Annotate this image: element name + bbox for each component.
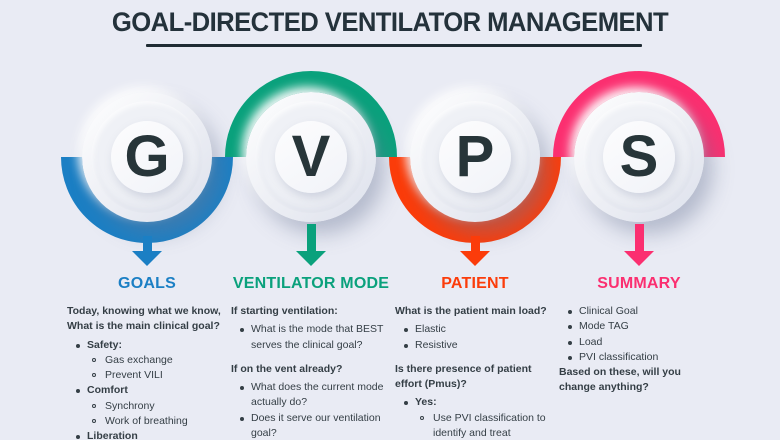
- circle-face-goals: G: [111, 121, 183, 193]
- list-item-text: Resistive: [415, 338, 458, 351]
- lead-text: If on the vent already?: [231, 362, 343, 375]
- sub-list-item-text: Use PVI classification to identify and t…: [433, 411, 546, 439]
- list-item-text: Mode TAG: [579, 320, 629, 333]
- lead-text: Based on these, will you change anything…: [559, 366, 681, 394]
- list-item-text: Clinical Goal: [579, 305, 638, 318]
- circle-summary: S: [574, 92, 704, 222]
- list-item: What does the current mode actually do?: [231, 380, 391, 410]
- list-item-text: Safety:: [87, 338, 123, 351]
- sub-bullet-list: Use PVI classification to identify and t…: [415, 411, 555, 440]
- sub-list-item: Use PVI classification to identify and t…: [415, 411, 555, 440]
- lead-text: If starting ventilation:: [231, 305, 338, 318]
- column-header-summary: SUMMARY: [597, 275, 681, 292]
- title-underline: [146, 44, 642, 47]
- bullet-list: What does the current mode actually do?D…: [231, 380, 391, 440]
- sub-list-item-text: Prevent VILI: [105, 369, 163, 382]
- list-item: PVI classification: [559, 350, 719, 365]
- sub-list-item: Work of breathing: [87, 414, 227, 429]
- circle-ring-patient: P: [419, 101, 531, 213]
- list-item: What is the mode that BEST serves the cl…: [231, 322, 391, 352]
- arrow-down-patient: [460, 236, 490, 266]
- list-item-text: Liberation: [87, 429, 138, 440]
- list-item: Does it serve our ventilation goal?: [231, 411, 391, 440]
- lead-text: What is the patient main load?: [395, 305, 547, 318]
- sub-list-item: Synchrony: [87, 399, 227, 414]
- column-header-patient: PATIENT: [441, 275, 509, 292]
- circle-face-summary: S: [603, 121, 675, 193]
- circle-face-ventilator-mode: V: [275, 121, 347, 193]
- circle-ring-ventilator-mode: V: [255, 101, 367, 213]
- page-title: GOAL-DIRECTED VENTILATOR MANAGEMENT: [111, 7, 669, 37]
- letter-ventilator-mode: V: [291, 124, 331, 189]
- list-item-text: Load: [579, 335, 603, 348]
- sub-list-item-text: Synchrony: [105, 399, 155, 412]
- letter-summary: S: [619, 124, 659, 189]
- arrow-head-summary: [624, 251, 654, 266]
- arrow-head-goals: [132, 251, 162, 266]
- list-item: Resistive: [395, 338, 555, 353]
- list-item: Elastic: [395, 322, 555, 337]
- sub-list-item-text: Gas exchange: [105, 353, 173, 366]
- list-item-text: What is the mode that BEST serves the cl…: [251, 323, 384, 351]
- column-goals: GOALS Today, knowing what we know, What i…: [67, 272, 227, 440]
- arrow-stem-goals: [142, 236, 152, 251]
- sub-list-item: Prevent VILI: [87, 368, 227, 383]
- list-item-text: Elastic: [415, 323, 446, 336]
- column-header-ventilator-mode: VENTILATOR MODE: [232, 275, 390, 292]
- badge-goals: G: [61, 71, 233, 243]
- letter-patient: P: [455, 124, 495, 189]
- arrow-head-patient: [460, 251, 490, 266]
- column-header-goals: GOALS: [118, 275, 176, 292]
- list-item: Clinical Goal: [559, 304, 719, 319]
- circle-ventilator-mode: V: [246, 92, 376, 222]
- list-item: Yes: Use PVI classification to identify a…: [395, 395, 555, 440]
- circle-patient: P: [410, 92, 540, 222]
- column-ventilator-mode: VENTILATOR MODE If starting ventilation: W…: [231, 272, 391, 440]
- sub-list-item-text: Work of breathing: [105, 414, 188, 427]
- arrow-stem-summary: [634, 224, 644, 251]
- circle-ring-summary: S: [583, 101, 695, 213]
- circle-ring-goals: G: [91, 101, 203, 213]
- badge-ventilator-mode: V: [225, 71, 397, 243]
- circle-face-patient: P: [439, 121, 511, 193]
- column-patient: PATIENT What is the patient main load? Ela…: [395, 272, 555, 440]
- badge-patient: P: [389, 71, 561, 243]
- list-item-text: What does the current mode actually do?: [251, 381, 384, 409]
- arrow-stem-ventilator-mode: [306, 224, 316, 251]
- list-item: Load: [559, 335, 719, 350]
- list-item: LiberationMinimize time on ventilator: [67, 429, 227, 440]
- list-item: Mode TAG: [559, 319, 719, 334]
- list-item-text: Does it serve our ventilation goal?: [251, 411, 381, 439]
- list-item-text: PVI classification: [579, 350, 659, 363]
- sub-list-item: Gas exchange: [87, 353, 227, 368]
- arrow-head-ventilator-mode: [296, 251, 326, 266]
- letter-goals: G: [124, 124, 170, 189]
- arrow-down-goals: [132, 236, 162, 266]
- lead-text: Is there presence of patient effort (Pmu…: [395, 362, 532, 391]
- arrow-down-summary: [624, 224, 654, 266]
- list-item-text: Comfort: [87, 384, 128, 397]
- bullet-list: Yes: Use PVI classification to identify a…: [395, 395, 555, 440]
- arrow-down-ventilator-mode: [296, 224, 326, 266]
- list-item-text: Yes:: [415, 396, 437, 409]
- arrow-stem-patient: [470, 236, 480, 251]
- bullet-list: What is the mode that BEST serves the cl…: [231, 322, 391, 352]
- lead-text: Today, knowing what we know, What is the…: [67, 305, 221, 333]
- circle-goals: G: [82, 92, 212, 222]
- badge-summary: S: [553, 71, 725, 243]
